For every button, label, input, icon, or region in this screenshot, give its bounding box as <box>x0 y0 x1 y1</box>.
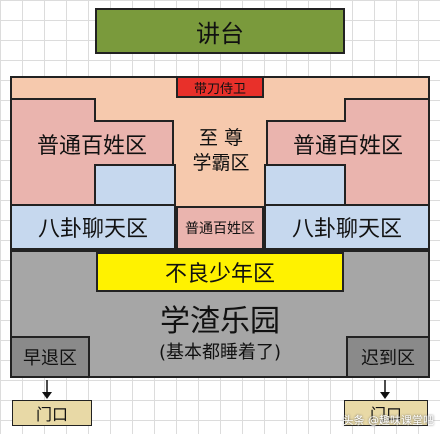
door-right-label: 门口 <box>369 405 402 424</box>
late-arrive-zone <box>346 336 430 378</box>
bagua-zone-right-upper <box>264 164 346 208</box>
door-right <box>344 400 428 426</box>
supreme-label-top: 至 尊 <box>198 126 244 149</box>
bagua-left-label: 八卦聊天区 <box>37 217 148 242</box>
commoners-center-label: 普通百姓区 <box>185 221 255 237</box>
supreme-label-bottom: 学霸区 <box>192 151 250 174</box>
early-leave-zone <box>10 336 90 378</box>
commoners-left-label: 普通百姓区 <box>36 134 147 159</box>
guard-label: 带刀侍卫 <box>193 81 246 97</box>
guard-zone <box>176 76 264 98</box>
podium-label: 讲台 <box>196 19 244 48</box>
commoners-zone-right <box>344 98 430 206</box>
bad-youth-label: 不良少年区 <box>164 262 275 287</box>
podium <box>95 8 345 54</box>
watermark: 头条 @趣味课堂吧 <box>342 414 435 427</box>
slacker-paradise-label: 学渣乐园 <box>160 304 280 339</box>
bagua-zone-right <box>264 204 430 250</box>
bagua-zone-left-upper <box>94 164 176 208</box>
bagua-right-label: 八卦聊天区 <box>291 217 402 242</box>
door-left <box>12 400 92 426</box>
arrow-down-icon <box>42 380 52 399</box>
late-arrive-label: 迟到区 <box>361 348 415 369</box>
commoners-zone-center <box>176 206 264 250</box>
bagua-zone-left <box>10 204 176 250</box>
bad-youth-zone <box>96 252 344 292</box>
commoners-right-label: 普通百姓区 <box>292 134 403 159</box>
commoners-zone-right-inner <box>266 120 346 166</box>
slacker-paradise-sublabel: (基本都睡着了) <box>158 342 282 363</box>
door-left-label: 门口 <box>35 405 68 424</box>
arrow-down-icon <box>380 380 390 399</box>
early-leave-label: 早退区 <box>23 348 77 369</box>
